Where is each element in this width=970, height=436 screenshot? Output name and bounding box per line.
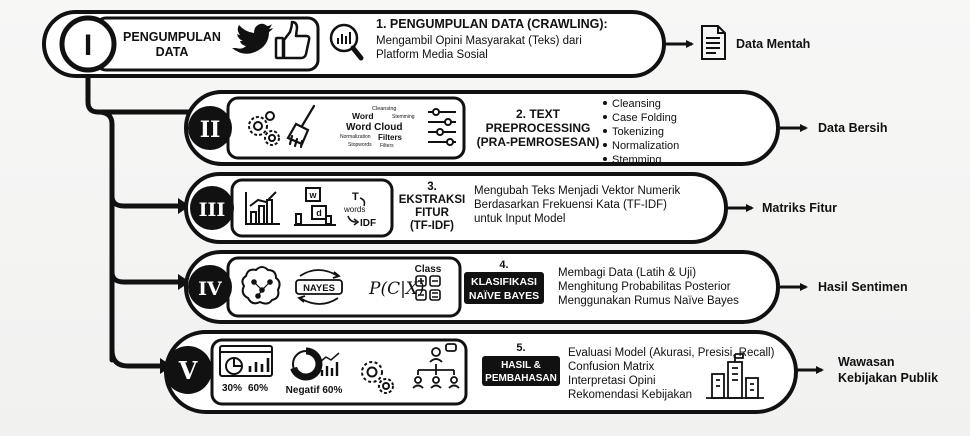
stage-5-desc-line3: Interpretasi Opini — [568, 375, 656, 387]
bullet-item: Tokenizing — [612, 126, 664, 138]
stage-5: V 30% 60% Negatif 60% — [164, 330, 938, 414]
cloud-word: Word — [352, 111, 374, 121]
gears-icon — [361, 361, 394, 394]
class-label: Class — [415, 264, 442, 275]
stage-4-desc-line2: Menghitung Probabilitas Posterior — [558, 281, 731, 293]
tf-idf-icon: T words IDF — [343, 191, 376, 229]
search-chart-icon — [329, 23, 364, 61]
cloud-word: Cleansing — [372, 106, 396, 112]
stage-3: III w d T words IDF 3. EKSTRAKSI FITUR (… — [184, 172, 837, 244]
stage-2: II Cleansing Word Stemming Word Cloud Fi… — [184, 90, 887, 166]
connector-lines — [85, 59, 213, 369]
bird-icon — [232, 23, 273, 54]
bullet-item: Stemming — [612, 154, 662, 166]
roman-badge — [59, 15, 117, 73]
stage-1: I PENGUMPULAN DATA 1. PENGUMPULAN DATA (… — [42, 10, 810, 78]
stage-1-output: Data Mentah — [736, 37, 810, 51]
stage-1-desc-line1: Mengambil Opini Masyarakat (Teks) dari — [376, 35, 582, 47]
people-network-icon — [412, 343, 460, 389]
icon-words: words — [343, 205, 365, 214]
stage-4: IV NAYES P(C|X) Class 4. KLASIFIKASI NAÏ… — [184, 250, 908, 324]
cloud-word: Filters — [378, 133, 403, 142]
stage-2-output: Data Bersih — [818, 121, 887, 135]
document-icon — [701, 25, 726, 60]
stage-4-output: Hasil Sentimen — [818, 280, 908, 294]
stage-5-title-number: 5. — [516, 342, 525, 354]
stage-4-title-number: 4. — [499, 259, 508, 271]
negatif-label: Negatif 60% — [286, 385, 343, 396]
buildings-icon — [706, 353, 764, 399]
icon-idf: IDF — [360, 218, 376, 229]
stage-1-desc-line2: Platform Media Sosial — [376, 49, 488, 61]
nayes-cycle-icon — [295, 269, 343, 305]
stage-3-output: Matriks Fitur — [762, 201, 837, 215]
roman-badge — [164, 346, 212, 394]
icon-letter-t: T — [352, 191, 359, 203]
stat-1: 30% — [222, 383, 242, 394]
donut-chart-icon — [290, 347, 340, 381]
stage-5-desc-line4: Rekomendasi Kebijakan — [568, 389, 692, 401]
nayes-label: NAYES — [303, 283, 335, 294]
stage-1-roman: I — [84, 29, 92, 62]
broom-icon — [286, 104, 316, 149]
stage-3-title-line2: EKSTRAKSI — [399, 194, 465, 206]
bar-chart-icon — [245, 191, 280, 225]
formula-text: P(C|X) — [368, 279, 425, 299]
stage-5-title-box — [482, 356, 560, 386]
roman-badge — [190, 186, 234, 230]
icon-letter-d: d — [316, 208, 322, 218]
stage-3-title-line4: (TF-IDF) — [410, 220, 454, 232]
stage-5-roman: V — [178, 356, 198, 385]
thumbs-up-icon — [274, 20, 311, 60]
bullet-item: Normalization — [612, 140, 679, 152]
stage-2-title-line1: 2. TEXT — [516, 107, 561, 121]
bullet-item: Case Folding — [612, 112, 677, 124]
stage-5-desc-line1: Evaluasi Model (Akurasi, Presisi, Recall… — [568, 347, 775, 359]
stage-4-title-line2: NAÏVE BAYES — [469, 289, 539, 302]
stage-3-title-line1: 3. — [427, 181, 437, 193]
dashboard-icon — [219, 345, 273, 377]
stage-1-name-line2: DATA — [156, 45, 189, 59]
icon-letter-w: w — [308, 190, 317, 200]
stage-3-desc-line3: untuk Input Model — [474, 213, 565, 225]
stage-3-desc-line2: Berdasarkan Frekuensi Kata (TF-IDF) — [474, 199, 667, 211]
cloud-word: Filters — [380, 143, 394, 149]
stage-5-icon-box — [210, 338, 468, 406]
stage-2-title-line3: (PRA-PEMROSESAN) — [477, 135, 600, 149]
stage-2-roman: II — [200, 117, 221, 143]
stage-5-title-line2: PEMBAHASAN — [485, 373, 557, 384]
stage-4-desc-line1: Membagi Data (Latih & Uji) — [558, 267, 696, 279]
stage-4-title-line1: KLASIFIKASI — [471, 276, 537, 288]
stage-1-name-line1: PENGUMPULAN — [123, 30, 221, 44]
stage-3-roman: III — [199, 199, 226, 221]
stage-2-title-line2: PREPROCESSING — [486, 121, 591, 135]
cloud-word: Word Cloud — [346, 122, 402, 133]
roman-badge — [188, 106, 232, 150]
cloud-word: Stopwords — [348, 142, 372, 148]
gears-icon — [248, 111, 280, 146]
stage-5-desc-line2: Confusion Matrix — [568, 361, 655, 373]
stat-2: 60% — [248, 383, 268, 394]
stage-5-title-line1: HASIL & — [501, 360, 541, 371]
stage-4-title-box — [464, 272, 544, 304]
cloud-word: Normalization — [340, 134, 371, 140]
roman-badge — [188, 265, 232, 309]
stage-5-output-line1: Wawasan — [838, 355, 895, 369]
bullet-item: Cleansing — [612, 98, 661, 110]
stage-2-bullets: Cleansing Case Folding Tokenizing Normal… — [603, 98, 679, 166]
cloud-word: Stemming — [392, 114, 415, 120]
class-grid-icon — [415, 275, 441, 301]
stage-1-title: 1. PENGUMPULAN DATA (CRAWLING): — [376, 17, 608, 31]
stage-5-output-line2: Kebijakan Publik — [838, 371, 938, 385]
stage-3-title-line3: FITUR — [415, 207, 450, 219]
stage-4-roman: IV — [198, 278, 223, 300]
sliders-icon — [428, 108, 456, 146]
stage-4-desc-line3: Menggunakan Rumus Naïve Bayes — [558, 295, 739, 307]
stage-3-desc-line1: Mengubah Teks Menjadi Vektor Numerik — [474, 185, 681, 197]
tf-document-icon — [294, 187, 336, 226]
word-cloud-icon: Cleansing Word Stemming Word Cloud Filte… — [340, 106, 415, 149]
brain-network-icon — [241, 266, 281, 305]
